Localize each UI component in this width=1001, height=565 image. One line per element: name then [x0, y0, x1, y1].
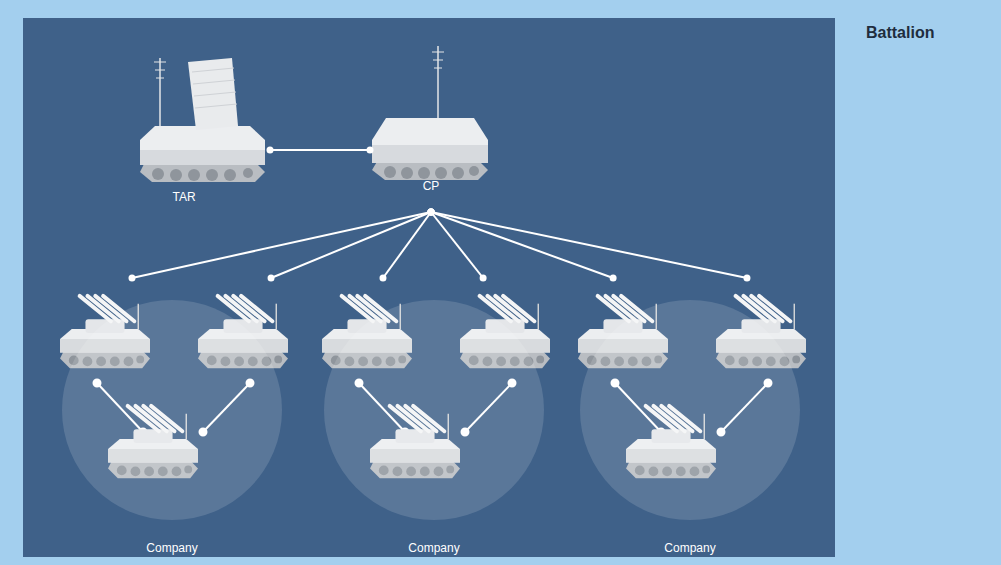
- diagram-title: Battalion: [866, 24, 934, 42]
- radar-node: TAR: [95, 50, 270, 205]
- radar-vehicle: [140, 58, 265, 182]
- node-label: Company: [146, 541, 197, 555]
- company-node: Company: [60, 278, 285, 560]
- node-label: CP: [423, 179, 440, 193]
- node-label: Company: [664, 541, 715, 555]
- company-circle: [578, 278, 803, 560]
- connector-line: [428, 209, 487, 282]
- company-circle: [60, 278, 285, 560]
- connector-line: [129, 209, 435, 282]
- command-vehicle: [372, 46, 488, 180]
- company-node: Company: [322, 278, 547, 560]
- connector-line: [267, 147, 374, 154]
- node-label: TAR: [172, 190, 195, 204]
- command-post-node: CP: [370, 40, 492, 212]
- connector-line: [379, 209, 434, 282]
- company-node: Company: [578, 278, 803, 560]
- company-circle: [322, 278, 547, 560]
- connector-line: [268, 209, 435, 282]
- node-label: Company: [408, 541, 459, 555]
- connector-line: [428, 209, 751, 282]
